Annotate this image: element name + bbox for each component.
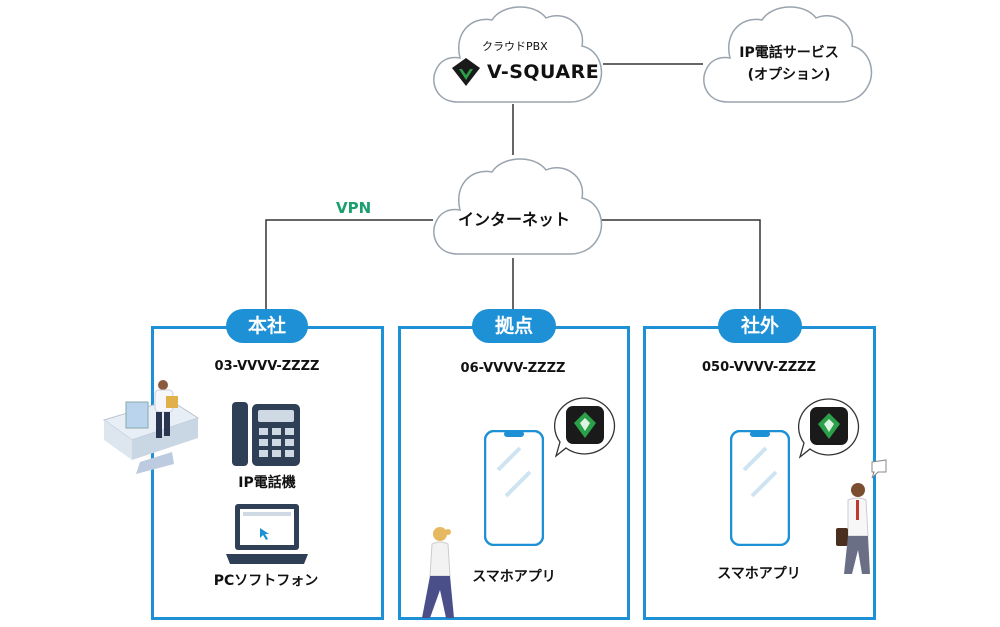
pbx-brand: V-SQUARE <box>487 61 600 83</box>
site-number-honsha: 03-VVVV-ZZZZ <box>214 359 320 374</box>
ip-service-line2: (オプション) <box>747 67 831 83</box>
vpn-label: VPN <box>336 199 372 217</box>
pbx-cloud <box>433 6 603 103</box>
smartphone-icon <box>484 430 544 546</box>
walking-woman-icon <box>422 527 454 618</box>
ip-service-line1: IP電話サービス <box>739 45 839 61</box>
laptop-icon <box>226 504 308 564</box>
device-label-softphone: PCソフトフォン <box>213 573 319 589</box>
internet-cloud <box>433 158 603 255</box>
site-tab-honsha: 本社 <box>226 309 308 343</box>
pbx-caption: クラウドPBX <box>482 40 548 53</box>
site-panel-honsha <box>151 326 384 620</box>
device-label-app-shagai: スマホアプリ <box>717 566 801 582</box>
internet-label: インターネット <box>457 210 571 229</box>
device-label-ip-phone: IP電話機 <box>238 475 296 491</box>
smartphone-icon <box>730 430 790 546</box>
app-bubble-icon <box>553 397 616 458</box>
site-tab-shagai: 社外 <box>718 309 802 343</box>
ip-service-cloud <box>703 6 873 103</box>
site-tab-kyoten: 拠点 <box>472 309 556 343</box>
site-number-kyoten: 06-VVVV-ZZZZ <box>460 361 566 376</box>
device-label-app-kyoten: スマホアプリ <box>472 569 556 585</box>
site-number-shagai: 050-VVVV-ZZZZ <box>702 360 816 375</box>
walking-man-icon <box>836 459 887 574</box>
v-square-logo-icon <box>452 58 480 86</box>
desk-phone-icon <box>232 402 300 466</box>
app-bubble-icon <box>797 398 860 459</box>
desk-worker-icon <box>102 380 200 474</box>
